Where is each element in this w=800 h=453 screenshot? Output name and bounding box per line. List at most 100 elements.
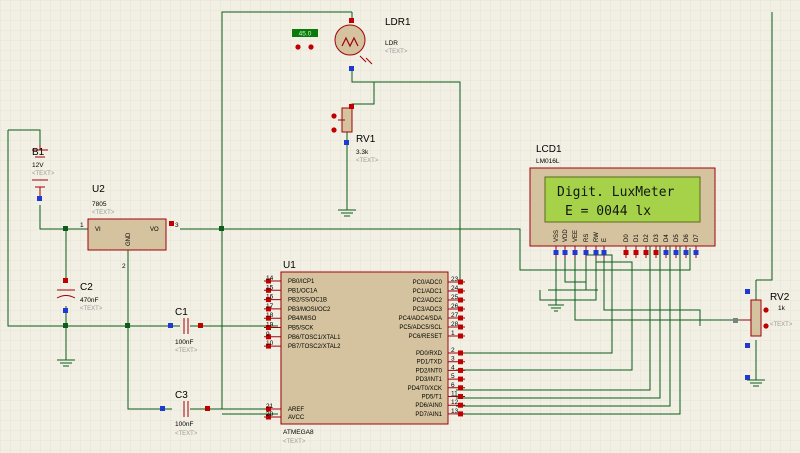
pin-marker[interactable] xyxy=(266,325,271,330)
pin-marker[interactable] xyxy=(458,288,463,294)
pin-name: PB5/SCK xyxy=(288,326,313,332)
pin-number: 18 xyxy=(266,312,274,319)
lcd-pin-label: D0 xyxy=(624,234,630,242)
pin-marker[interactable] xyxy=(458,350,463,356)
pin-number: 5 xyxy=(451,373,455,380)
lcd-pin-label: RW xyxy=(594,232,600,242)
lcd-pin-marker[interactable] xyxy=(562,250,568,255)
pin-marker[interactable] xyxy=(266,334,271,340)
u1-value: ATMEGA8 xyxy=(283,429,314,436)
pin-marker[interactable] xyxy=(458,376,463,382)
rv1-text: <TEXT> xyxy=(356,158,379,164)
pin-marker[interactable] xyxy=(266,287,271,293)
c1[interactable]: C1 100nF <TEXT> xyxy=(168,307,203,354)
ldr1[interactable]: 45.0 LDR1 LDR <TEXT> xyxy=(292,17,411,71)
ground-symbol xyxy=(747,379,765,387)
lcd-pin-label: D5 xyxy=(674,234,680,242)
rv1-control-up[interactable] xyxy=(331,113,337,119)
lcd-pin-label: VDD xyxy=(563,229,569,242)
ldr-control-left[interactable] xyxy=(295,44,301,50)
pin-marker[interactable] xyxy=(458,394,463,399)
lcd-pin-marker[interactable] xyxy=(663,250,669,255)
lcd-pin-marker[interactable] xyxy=(572,250,578,255)
pin-marker[interactable] xyxy=(458,315,463,321)
lcd1-line-2: E = 0044 lx xyxy=(565,204,651,219)
lcd-pin-marker[interactable] xyxy=(601,250,607,255)
pin-marker[interactable] xyxy=(458,306,463,312)
lcd1-screen xyxy=(544,176,701,223)
lcd-pin-label: D4 xyxy=(664,234,670,242)
pin-marker[interactable] xyxy=(266,343,271,349)
lcd1[interactable]: LCD1 LM016L Digit. LuxMeter E = 0044 lx … xyxy=(529,144,716,258)
pin-name: PC3/ADC3 xyxy=(413,307,443,313)
lcd-pin-marker[interactable] xyxy=(593,250,599,255)
c2[interactable]: C2 470nF <TEXT> xyxy=(56,278,103,313)
ldr-control-right[interactable] xyxy=(308,44,314,50)
lcd-pin-marker[interactable] xyxy=(633,250,639,255)
b1-value: 12V xyxy=(32,162,44,169)
pin-name: PB7/TOSC2/XTAL2 xyxy=(288,344,341,350)
pin-name: PB0/ICP1 xyxy=(288,279,315,285)
lcd-pin-marker[interactable] xyxy=(643,250,649,255)
pin-number: 25 xyxy=(451,294,459,301)
pin-number: 11 xyxy=(451,391,458,398)
ground-symbol xyxy=(57,359,75,367)
pin-number: 2 xyxy=(451,347,455,354)
rv2-control-down[interactable] xyxy=(763,323,769,329)
lcd-pin-label: D2 xyxy=(644,234,650,242)
pin-marker[interactable] xyxy=(458,324,463,330)
pin-number: 19 xyxy=(266,322,274,329)
rv1-control-down[interactable] xyxy=(331,127,337,133)
b1-text: <TEXT> xyxy=(32,171,55,177)
lcd-pin-marker[interactable] xyxy=(693,250,699,255)
rv2-control-up[interactable] xyxy=(763,307,769,313)
ldr1-ref: LDR1 xyxy=(385,17,411,28)
pin-marker[interactable] xyxy=(458,411,463,417)
lcd1-line-1: Digit. LuxMeter xyxy=(557,185,675,200)
pin-number: 13 xyxy=(451,408,459,415)
lcd-pin-marker[interactable] xyxy=(553,250,559,255)
u1-ref: U1 xyxy=(283,260,296,271)
pin-marker[interactable] xyxy=(458,279,463,285)
pin-marker[interactable] xyxy=(266,278,271,284)
rv2[interactable]: RV2 1k <TEXT> xyxy=(733,289,793,380)
u2-value: 7805 xyxy=(92,201,107,208)
ldr-meter[interactable] xyxy=(292,29,318,37)
pin-marker[interactable] xyxy=(458,359,463,365)
u1-text: <TEXT> xyxy=(283,439,306,445)
pin-marker[interactable] xyxy=(458,333,463,339)
lcd-pin-marker[interactable] xyxy=(653,250,659,255)
pin-name: PD0/RXD xyxy=(416,351,443,357)
lcd-pin-marker[interactable] xyxy=(583,250,589,255)
lcd-pin-label: D3 xyxy=(654,234,660,242)
rv1[interactable]: RV1 3.3k <TEXT> xyxy=(331,104,379,164)
pin-marker[interactable] xyxy=(458,385,463,391)
pin-marker[interactable] xyxy=(266,414,271,420)
lcd-pin-marker[interactable] xyxy=(623,250,629,255)
c3-value: 100nF xyxy=(175,421,193,428)
pin-marker[interactable] xyxy=(458,402,463,408)
pin-marker[interactable] xyxy=(266,406,271,412)
b1-ref: B1 xyxy=(32,147,45,158)
c3[interactable]: C3 100nF <TEXT> xyxy=(160,390,210,437)
pin-name: PD5/T1 xyxy=(422,395,443,401)
lcd-pin-marker[interactable] xyxy=(673,250,679,255)
u2[interactable]: U2 7805 <TEXT> VI VO GND 1 3 2 xyxy=(80,184,179,270)
lcd-pin-marker[interactable] xyxy=(683,250,689,255)
pin-number: 10 xyxy=(266,340,274,347)
pin-marker[interactable] xyxy=(266,315,271,321)
pin-marker[interactable] xyxy=(458,297,463,303)
pin-marker[interactable] xyxy=(458,367,463,373)
ldr1-value: LDR xyxy=(385,40,398,47)
ground-symbol xyxy=(548,304,564,312)
b1[interactable]: B1 12V <TEXT> xyxy=(32,145,55,201)
c2-text: <TEXT> xyxy=(80,306,103,312)
pin-marker[interactable] xyxy=(266,297,271,303)
pin-name: PC4/ADC4/SDA xyxy=(399,316,442,322)
lcd-pin-label: RS xyxy=(584,234,590,242)
pin-marker[interactable] xyxy=(266,306,271,312)
